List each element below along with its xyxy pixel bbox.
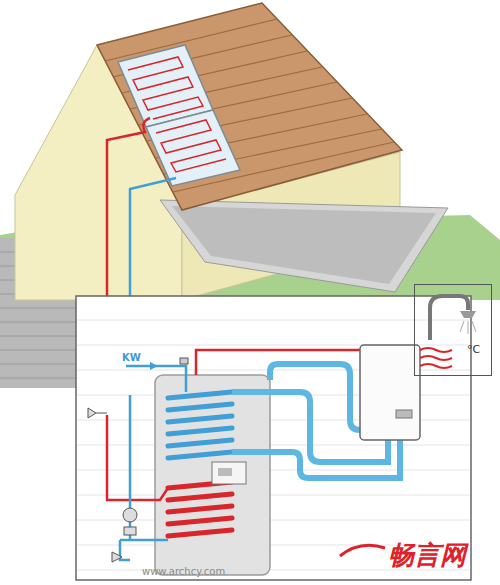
gas-boiler	[360, 345, 420, 440]
cold-inlet	[126, 366, 186, 392]
pipe-label: KW	[122, 352, 141, 363]
watermark-url: www.archcy.com	[142, 566, 225, 577]
flat-roof	[160, 200, 448, 292]
solar-collector	[146, 110, 240, 186]
controller	[212, 462, 246, 484]
shower-icon	[430, 296, 468, 340]
temperature-label: °C	[467, 343, 480, 356]
flat-roof-top	[172, 206, 436, 284]
roof	[97, 3, 402, 210]
storage-tank	[155, 375, 270, 575]
room-panel	[76, 296, 471, 580]
watermark: 畅言网	[388, 538, 466, 573]
display-box: °C	[414, 284, 492, 376]
